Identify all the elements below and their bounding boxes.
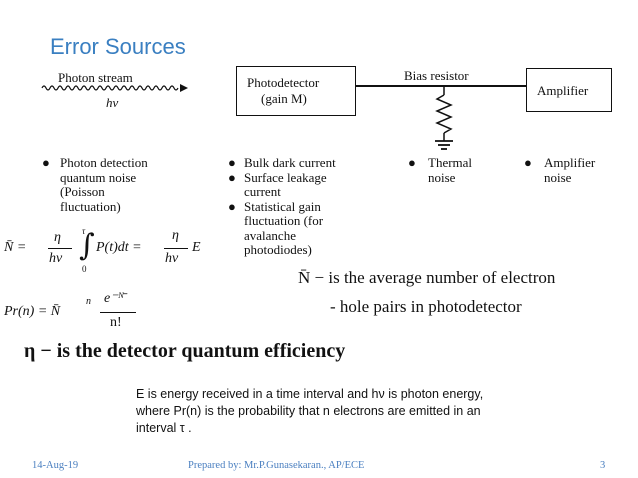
photon-stream-label: Photon stream bbox=[58, 70, 133, 85]
detector-noise-list: ● Bulk dark current ● Surface leakage cu… bbox=[228, 155, 388, 258]
integral-icon: ∫ bbox=[79, 228, 95, 263]
footer-credit: Prepared by: Mr.P.Gunasekaran., AP/ECE bbox=[188, 460, 365, 471]
noise-sources-diagram: Photon stream hν Photodetector (gain M) … bbox=[38, 62, 612, 280]
thermal-noise-item: ● Thermal noise bbox=[408, 155, 473, 185]
photon-stream-arrow-icon bbox=[41, 84, 188, 92]
signal-line bbox=[356, 85, 526, 87]
amplifier-box: Amplifier bbox=[526, 68, 612, 112]
hole-pairs-description: - hole pairs in photodetector bbox=[330, 297, 522, 316]
photodetector-box: Photodetector (gain M) bbox=[236, 66, 356, 116]
avg-electrons-description: N̄ − is the average number of electron bbox=[298, 268, 556, 287]
poisson-probability-equation: Pr(n) = N̄ n e⁻ᴺ̄ n! bbox=[4, 288, 154, 336]
bullet-icon: ● bbox=[228, 155, 236, 170]
detector-noise-item: ● Bulk dark current bbox=[228, 155, 336, 170]
detector-noise-item: ● Statistical gain fluctuation (for aval… bbox=[228, 198, 324, 257]
slide-title: Error Sources bbox=[50, 34, 186, 59]
bullet-icon: ● bbox=[408, 155, 416, 170]
bullet-icon: ● bbox=[228, 169, 236, 185]
resistor-ground-icon bbox=[435, 85, 453, 150]
bullet-icon: ● bbox=[228, 198, 236, 214]
photon-noise-item: ● Photon detection quantum noise (Poisso… bbox=[42, 155, 148, 214]
amplifier-noise-item: ● Amplifier noise bbox=[524, 155, 596, 185]
photon-energy-label: hν bbox=[106, 95, 119, 110]
amplifier-label: Amplifier bbox=[537, 83, 589, 98]
quantum-efficiency-description: η − is the detector quantum efficiency bbox=[24, 340, 346, 362]
bias-resistor-label: Bias resistor bbox=[404, 68, 469, 83]
footer-date: 14-Aug-19 bbox=[32, 460, 79, 471]
bullet-icon: ● bbox=[524, 155, 532, 170]
page-number: 3 bbox=[600, 460, 606, 471]
explanation-paragraph: E is energy received in a time interval … bbox=[136, 387, 484, 435]
detector-noise-item: ● Surface leakage current bbox=[228, 169, 327, 199]
photodetector-gain: (gain M) bbox=[261, 91, 307, 106]
average-electrons-equation: N̄ = η hν τ ∫ 0 P(t)dt = η hν E bbox=[4, 226, 201, 274]
photodetector-label: Photodetector bbox=[247, 75, 320, 90]
bullet-icon: ● bbox=[42, 155, 50, 170]
